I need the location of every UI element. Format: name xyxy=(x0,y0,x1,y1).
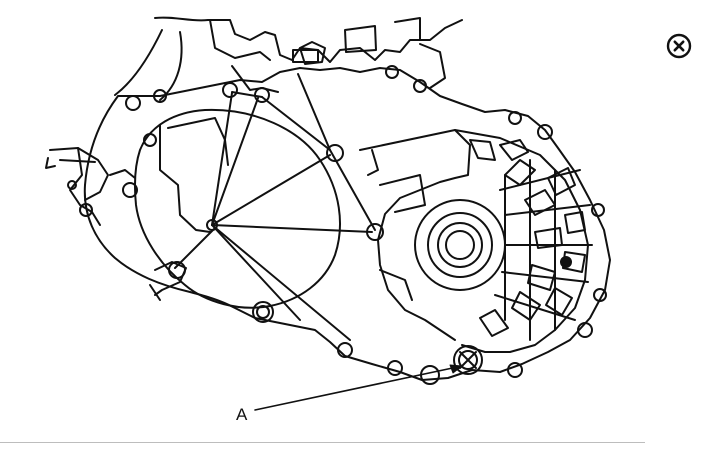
drain-plug xyxy=(453,345,483,375)
callout-label-a: A xyxy=(236,405,248,424)
circle-x-icon xyxy=(666,33,692,59)
top-bolt xyxy=(292,49,319,63)
transmission-diagram: A xyxy=(45,16,611,424)
upper-housing xyxy=(114,16,463,101)
bell-housing-outline xyxy=(83,67,611,381)
shift-linkage xyxy=(45,147,187,301)
housing-bolts xyxy=(122,65,607,385)
housing-ribs xyxy=(174,73,376,341)
close-button[interactable] xyxy=(664,31,694,61)
footer-divider xyxy=(0,442,645,443)
callout-leader xyxy=(254,364,463,411)
transmission-drawing: A xyxy=(45,16,611,424)
bell-dome xyxy=(134,108,341,309)
end-cover xyxy=(359,129,593,353)
